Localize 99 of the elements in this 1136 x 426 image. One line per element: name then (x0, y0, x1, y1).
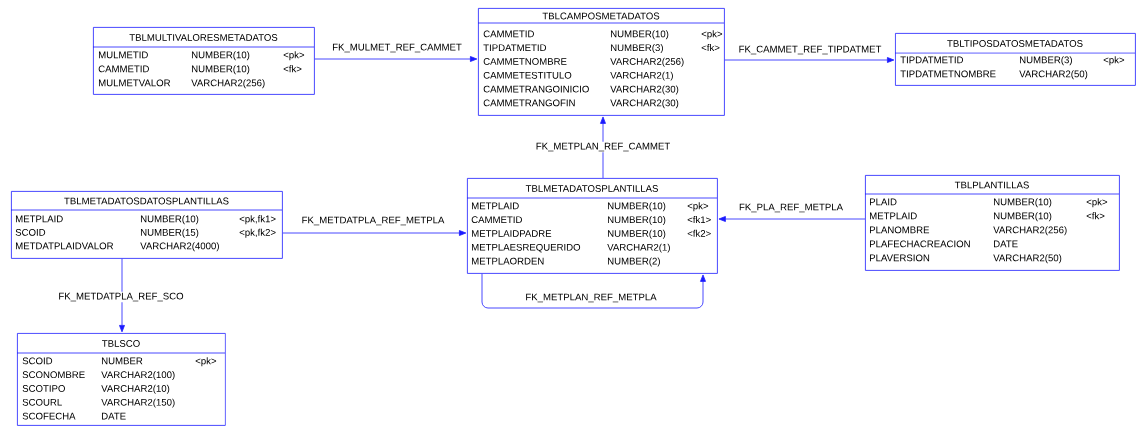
column-name: SCONOMBRE (22, 371, 85, 379)
data-type: NUMBER(10) (192, 65, 250, 75)
data-type: NUMBER(10) (611, 30, 669, 40)
arrow (481, 273, 706, 309)
column-name: SCOID (22, 357, 53, 365)
table-title: TBLPLANTILLAS (954, 181, 1029, 189)
table-title: TBLMETADATOSDATOSPLANTILLAS (64, 197, 229, 205)
data-type: VARCHAR2(50) (1019, 70, 1088, 80)
data-type: NUMBER(10) (192, 51, 250, 61)
column-name: SCOTIPO (22, 385, 65, 392)
data-type: NUMBER(10) (994, 198, 1052, 208)
arrow (314, 56, 478, 62)
data-type: VARCHAR2(100) (101, 371, 175, 380)
edge-label: FK_METDATPLA_REF_METPLA (302, 216, 445, 226)
table-box (477, 8, 725, 116)
data-type: VARCHAR2(256) (610, 57, 684, 67)
column-name: SCOID (15, 229, 46, 236)
key-label: <pk,fk2> (239, 228, 276, 238)
edge-label: FK_METPLAN_REF_METPLA (526, 293, 657, 303)
arrow (718, 216, 866, 222)
data-type: VARCHAR2(30) (610, 99, 679, 109)
column-name: CAMMETID (98, 65, 149, 73)
key-label: <pk,fk1> (239, 215, 276, 225)
column-name: CAMMETID (483, 30, 534, 38)
column-name: TIPDATMETID (900, 56, 964, 64)
key-label: <fk2> (687, 229, 711, 237)
column-name: PLAID (870, 198, 897, 206)
column-name: TIPDATMETID (483, 44, 547, 51)
edge-label: FK_METPLAN_REF_CAMMET (536, 142, 670, 152)
key-label: <fk1> (687, 216, 711, 223)
column-name: SCOFECHA (22, 412, 76, 420)
key-label: <pk> (1103, 56, 1125, 66)
table-box (894, 33, 1136, 86)
data-type: NUMBER(10) (994, 212, 1052, 222)
table-title: TBLCAMPOSMETADATOS (542, 12, 660, 20)
data-type: NUMBER (102, 357, 143, 365)
table-box (10, 191, 283, 259)
table-box (864, 175, 1120, 271)
table-box (92, 27, 315, 95)
column-name: CAMMETRANGOFIN (483, 99, 575, 107)
table-box (466, 178, 718, 274)
column-name: MULMETID (99, 51, 148, 59)
table-title: TBLMETADATOSPLANTILLAS (525, 185, 658, 192)
key-label: <pk> (687, 202, 709, 212)
data-type: VARCHAR2(256) (191, 79, 265, 89)
key-label: <fk> (283, 65, 302, 73)
data-type: VARCHAR2(30) (610, 85, 679, 95)
data-type: VARCHAR2(10) (101, 384, 170, 394)
column-name: METPLAID (472, 202, 519, 210)
column-name: PLANOMBRE (870, 226, 930, 234)
column-name: CAMMETRANGOINICIO (483, 85, 589, 93)
data-type: NUMBER(15) (141, 228, 199, 238)
data-type: VARCHAR2(256) (993, 226, 1067, 236)
arrow (119, 258, 125, 333)
column-name: METDATPLAIDVALOR (16, 242, 114, 250)
column-name: METPLAID (16, 215, 63, 223)
column-name: MULMETVALOR (99, 79, 171, 87)
key-label: <pk> (1086, 198, 1108, 208)
key-label: <fk> (1086, 212, 1105, 220)
data-type: VARCHAR2(1) (607, 243, 670, 253)
key-label: <fk> (701, 44, 720, 51)
data-type: DATE (994, 240, 1018, 248)
arrow (600, 116, 606, 179)
data-type: NUMBER(10) (608, 229, 666, 239)
data-type: VARCHAR2(4000) (140, 242, 219, 252)
key-label: <pk> (701, 30, 723, 40)
column-name: CAMMETESTITULO (483, 71, 572, 79)
column-name: METPLAESREQUERIDO (472, 243, 581, 253)
column-name: METPLAID (870, 212, 917, 220)
data-type: NUMBER(3) (1020, 56, 1072, 66)
column-name: METPLAORDEN (472, 257, 544, 265)
edge-label: FK_METDATPLA_REF_SCO (59, 292, 184, 302)
data-type: NUMBER(2) (608, 257, 660, 267)
data-type: NUMBER(10) (141, 215, 199, 225)
data-type: VARCHAR2(150) (101, 398, 175, 408)
table-title: TBLSCO (102, 340, 140, 347)
data-type: VARCHAR2(50) (993, 254, 1062, 264)
data-type: NUMBER(3) (611, 44, 663, 53)
arrow (724, 57, 895, 63)
data-type: VARCHAR2(1) (610, 71, 673, 81)
column-name: PLAFECHACREACION (870, 240, 970, 248)
column-name: PLAVERSION (870, 254, 930, 262)
table-title: TBLTIPOSDATOSMETADATOS (947, 40, 1083, 47)
edge-label: FK_PLA_REF_METPLA (739, 203, 843, 213)
arrow (282, 230, 467, 236)
column-name: SCOURL (22, 398, 62, 406)
key-label: <pk> (283, 51, 305, 61)
data-type: NUMBER(10) (608, 202, 666, 212)
edge-label: FK_MULMET_REF_CAMMET (333, 43, 462, 53)
table-title: TBLMULTIVALORESMETADATOS (129, 34, 278, 41)
column-name: CAMMETID (471, 216, 522, 224)
column-name: CAMMETNOMBRE (483, 58, 567, 65)
data-type: DATE (102, 412, 126, 420)
data-type: NUMBER(10) (608, 216, 666, 225)
edge-label: FK_CAMMET_REF_TIPDATMET (739, 45, 882, 55)
column-name: TIPDATMETNOMBRE (900, 70, 996, 78)
key-label: <pk> (195, 357, 217, 367)
column-name: METPLAIDPADRE (472, 230, 552, 237)
table-box (16, 333, 226, 426)
